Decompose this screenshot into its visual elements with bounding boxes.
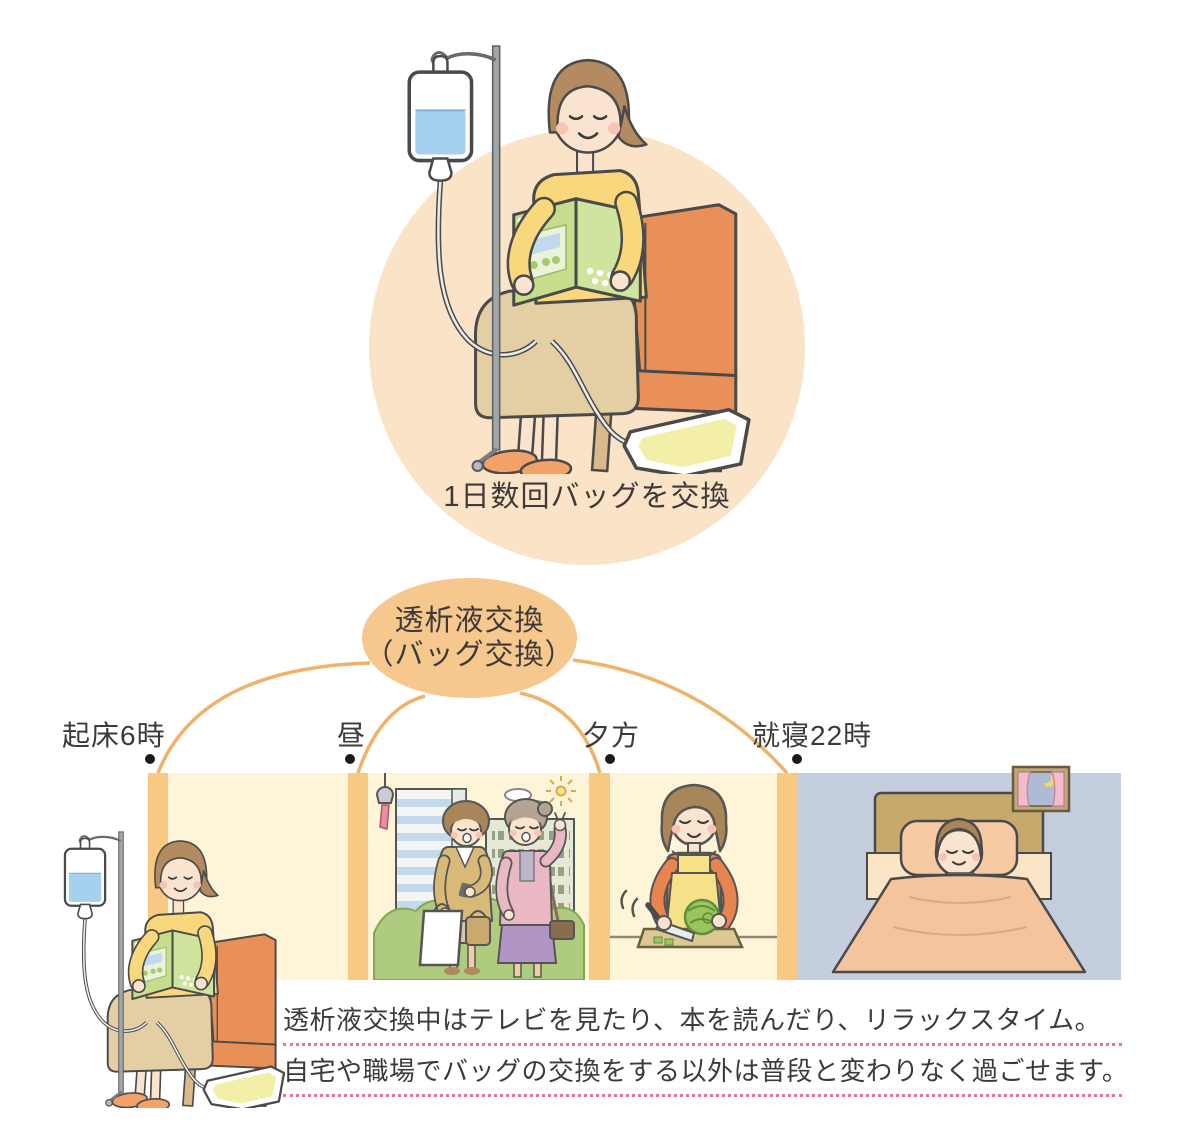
exchange-bubble: 透析液交換 （バッグ交換） [362, 578, 577, 698]
bubble-line-2: （バッグ交換） [364, 639, 575, 671]
timeline-panel-noon [368, 773, 589, 980]
footer-notes: 透析液交換中はテレビを見たり、本を読んだり、リラックスタイム。 自宅や職場でバッ… [283, 1002, 1128, 1104]
cooking-scene [610, 773, 777, 980]
reading-scene-small [48, 828, 288, 1108]
divider-bar-evening [589, 773, 610, 980]
timeline-dot-evening [605, 754, 615, 764]
connector-noon [356, 694, 426, 774]
time-label-evening: 夕方 [582, 720, 641, 751]
timeline-panel-evening [610, 773, 777, 980]
time-label-bedtime: 就寝22時 [752, 720, 873, 751]
city-scene [368, 773, 589, 980]
timeline-dot-bedtime [792, 754, 802, 764]
connector-evening [519, 691, 602, 774]
sleeping-scene [797, 765, 1121, 980]
reading-scene-large [383, 40, 755, 474]
time-label-noon: 昼 [337, 720, 367, 751]
circle-caption: 1日数回バッグを交換 [443, 481, 731, 513]
divider-bar-noon [348, 773, 368, 980]
footer-note-2: 自宅や職場でバッグの交換をする以外は普段と変わりなく過ごせます。 [283, 1053, 1128, 1097]
divider-bar-bedtime [777, 773, 797, 980]
footer-note-1: 透析液交換中はテレビを見たり、本を読んだり、リラックスタイム。 [283, 1002, 1122, 1046]
timeline-dot-wakeup [145, 754, 155, 764]
connector-bedtime [572, 658, 789, 775]
bubble-line-1: 透析液交換 [394, 605, 545, 637]
time-label-wakeup: 起床6時 [62, 720, 166, 751]
timeline-dot-noon [345, 754, 355, 764]
connector-curves [156, 658, 789, 775]
connector-wakeup [156, 661, 371, 774]
